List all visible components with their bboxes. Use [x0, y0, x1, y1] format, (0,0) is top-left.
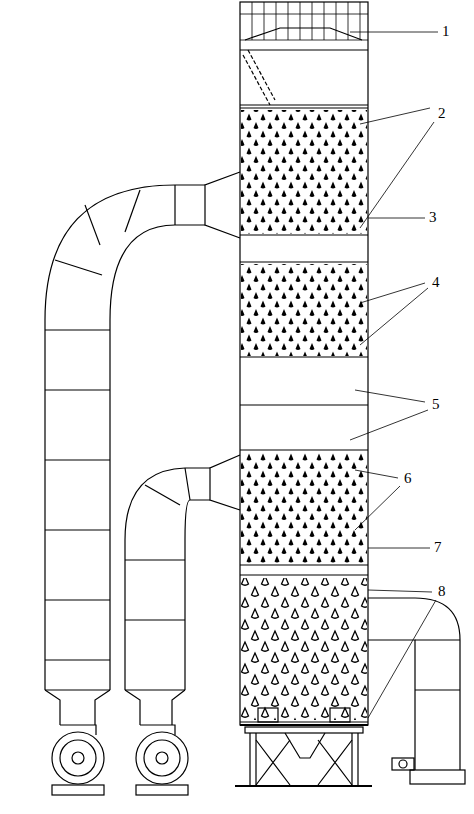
callout-number: 7	[432, 540, 444, 555]
callout-number: 6	[402, 471, 414, 486]
callout-number: 2	[436, 106, 448, 121]
callout-number: 5	[430, 397, 442, 412]
callout-number: 1	[440, 24, 452, 39]
callout-number: 4	[430, 275, 442, 290]
callout-number: 3	[427, 210, 439, 225]
callout-number: 8	[436, 584, 448, 599]
